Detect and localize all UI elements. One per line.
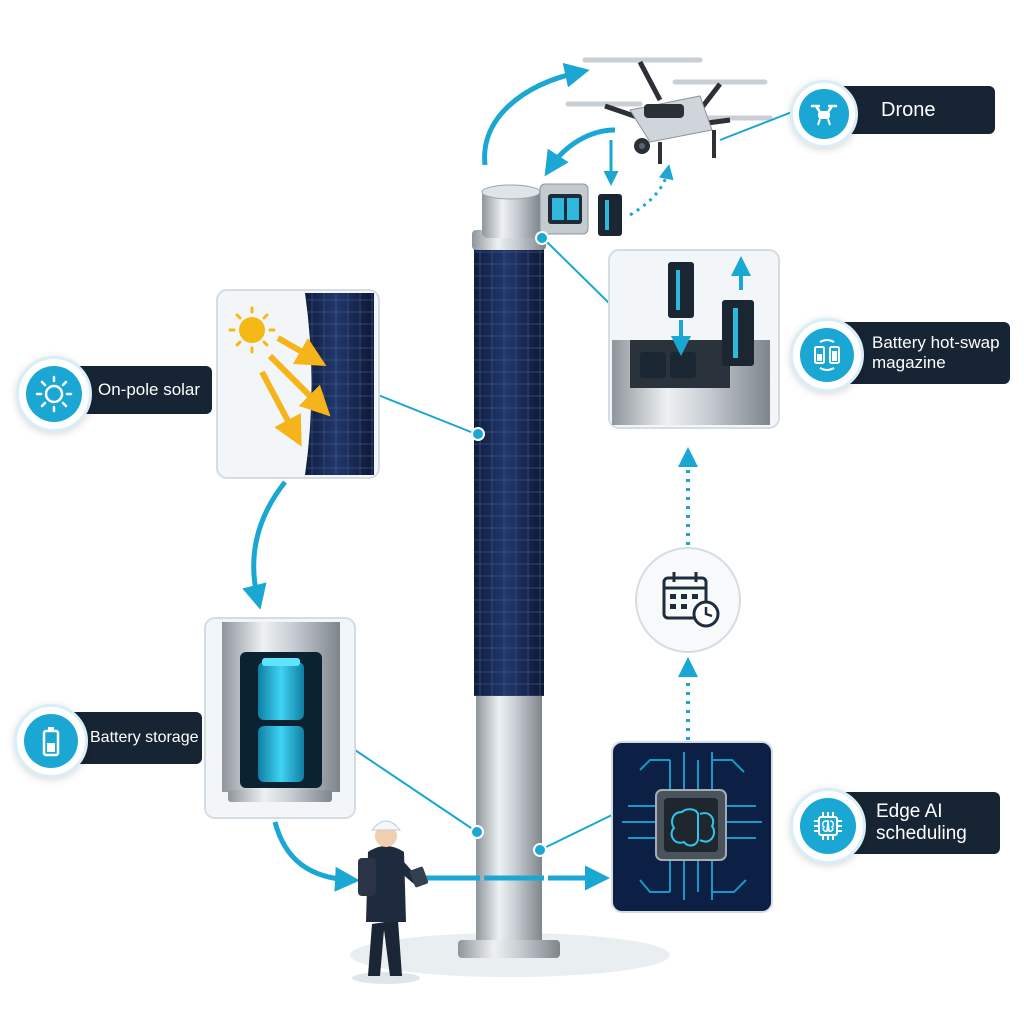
battery-storage-inset [204,617,356,819]
drone-icon [811,104,837,126]
arrow-drone-to-dock [544,127,616,177]
battery-storage-label: Battery storage [90,728,199,746]
battery-icon [42,726,60,757]
schedule-node [635,547,741,653]
solar-circle [16,356,92,432]
arrow-dock-up-dotted [629,164,674,217]
dock-dot [535,231,549,245]
battery-swap-icon [813,338,840,371]
drone [565,57,773,164]
storage-dot [470,825,484,839]
drone-label: Drone [881,98,936,121]
edge-ai-label: Edge AI scheduling [876,801,967,844]
magazine-inset [608,249,780,429]
drone-circle [790,80,858,148]
sun-graphic [239,317,265,343]
swap-battery [598,194,622,236]
battery-swap-label: Battery hot-swap magazine [872,333,1000,372]
pole [458,184,560,958]
battery-storage-circle [14,704,88,778]
solar-dot [471,427,485,441]
solar-panel-inset [216,289,380,479]
arrow-solar-to-storage [242,480,287,610]
edge-ai-inset [611,741,773,913]
edge-ai-circle [790,788,866,864]
arrow-storage-to-technician [272,821,360,892]
battery-swap-circle [790,318,864,392]
solar-label: On-pole solar [98,380,201,400]
technician [352,820,429,984]
sun-icon [35,375,73,413]
edge-dot [533,843,547,857]
arrow-up-to-drone [482,62,590,166]
calendar-clock-icon [662,576,708,620]
chip-brain-icon [814,812,842,840]
swap-dock [539,183,589,235]
